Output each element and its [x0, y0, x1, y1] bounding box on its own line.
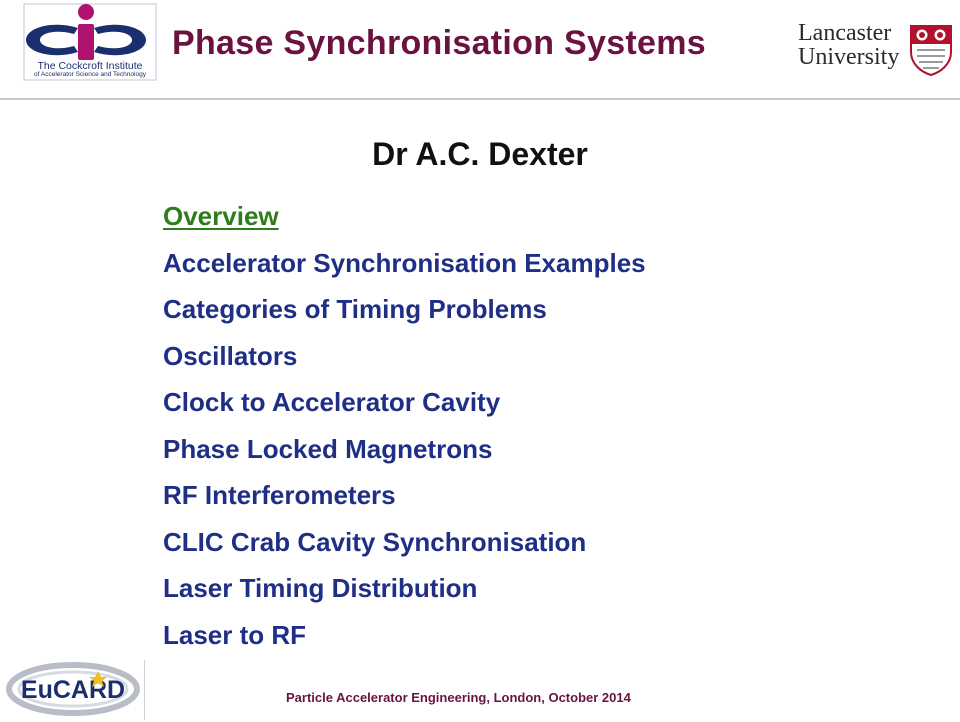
lancaster-crest-icon [909, 24, 953, 77]
agenda-item-overview[interactable]: Overview [163, 201, 279, 231]
agenda-item-clock-to-accelerator-cavity: Clock to Accelerator Cavity [163, 387, 501, 417]
footer-text: Particle Accelerator Engineering, London… [286, 690, 631, 705]
agenda-item-rf-interferometers: RF Interferometers [163, 480, 396, 510]
agenda-item-clic-crab-cavity-synchronisation: CLIC Crab Cavity Synchronisation [163, 526, 587, 557]
eucard-logo: EuCARD [4, 657, 142, 717]
eucard-logo-text: EuCARD [21, 676, 125, 704]
agenda-item-oscillators: Oscillators [163, 340, 298, 371]
agenda-item-accelerator-synchronisation-examples: Accelerator Synchronisation Examples [163, 247, 646, 278]
agenda-item-phase-locked-magnetrons: Phase Locked Magnetrons [163, 433, 493, 464]
agenda-item-categories-of-timing-problems: Categories of Timing Problems [163, 294, 547, 324]
header-divider [0, 98, 960, 100]
cockcroft-caption-line1: The Cockcroft Institute [37, 60, 143, 72]
agenda-item-laser-to-rf: Laser to RF [163, 619, 307, 650]
slide-title: Phase Synchronisation Systems [172, 24, 707, 62]
author-name: Dr A.C. Dexter [372, 136, 588, 172]
footer-divider [144, 660, 145, 720]
lancaster-wordmark-line1: Lancaster [798, 20, 892, 46]
eucard-logo-icon: EuCARD [6, 662, 140, 716]
lancaster-university-wordmark: Lancaster University [798, 20, 906, 70]
cockcroft-institute-logo-icon [23, 3, 157, 81]
cockcroft-institute-logo [22, 2, 158, 82]
cockcroft-caption-line2: of Accelerator Science and Technology [34, 71, 146, 79]
agenda-item-laser-timing-distribution: Laser Timing Distribution [163, 573, 478, 603]
lancaster-wordmark-line2: University [798, 43, 900, 70]
cockcroft-institute-caption: The Cockcroft Institute of Accelerator S… [22, 60, 158, 79]
agenda-list: Overview Accelerator Synchronisation Exa… [163, 196, 646, 661]
